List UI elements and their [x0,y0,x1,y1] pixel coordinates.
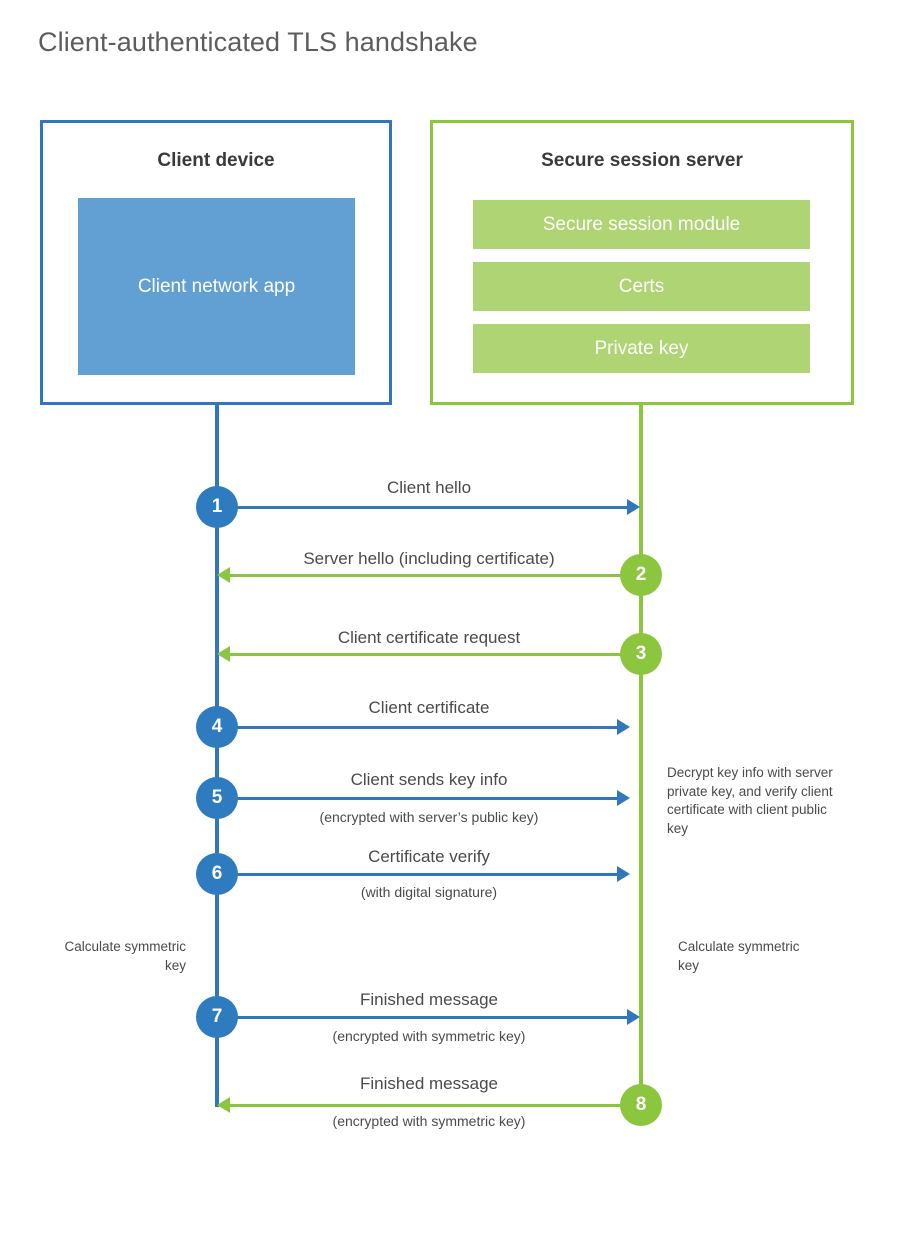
message-label-6: Certificate verify [368,847,490,866]
arrow-head-left-icon-3 [217,646,230,662]
message-sublabel-8: (encrypted with symmetric key) [332,1113,526,1129]
message-sublabel-7: (encrypted with symmetric key) [332,1028,526,1044]
arrow-head-right-icon-7 [627,1009,640,1025]
secure-session-server-title: Secure session server [541,150,743,171]
note-server-decrypt: Decrypt key info with server private key… [667,765,833,836]
message-line-8 [230,1104,641,1107]
server-component-private-key: Private key [473,324,810,373]
step-badge-2[interactable]: 2 [620,554,662,596]
note-client-calculate-symmetric-key: Calculate symmetric key [64,939,186,973]
arrow-head-right-icon-1 [627,499,640,515]
server-component-secure-session-module: Secure session module [473,200,810,249]
message-label-4: Client certificate [368,698,490,717]
message-label-5: Client sends key info [350,770,508,789]
secure-session-server-box: Secure session server Secure session mod… [430,120,854,405]
message-line-6 [217,873,617,876]
step-badge-1[interactable]: 1 [196,486,238,528]
message-line-1 [217,506,627,509]
message-line-4 [217,726,617,729]
note-server-calculate-symmetric-key: Calculate symmetric key [678,939,800,973]
step-badge-4[interactable]: 4 [196,706,238,748]
step-badge-7[interactable]: 7 [196,996,238,1038]
arrow-head-left-icon-2 [217,567,230,583]
message-line-7 [217,1016,627,1019]
message-sublabel-6: (with digital signature) [360,884,498,900]
message-label-8: Finished message [360,1074,498,1093]
arrow-head-right-icon-5 [617,790,630,806]
server-lifeline [639,405,643,1105]
message-label-2: Server hello (including certificate) [303,549,555,568]
arrow-head-right-icon-6 [617,866,630,882]
message-label-3: Client certificate request [337,628,521,647]
page-title: Client-authenticated TLS handshake [38,27,478,57]
arrow-head-left-icon-8 [217,1097,230,1113]
message-sublabel-5: (encrypted with server’s public key) [319,809,539,825]
message-line-2 [230,574,641,577]
server-component-certs: Certs [473,262,810,311]
client-device-box: Client device Client network app [40,120,392,405]
step-badge-5[interactable]: 5 [196,777,238,819]
arrow-head-right-icon-4 [617,719,630,735]
step-badge-3[interactable]: 3 [620,633,662,675]
client-network-app-block: Client network app [78,198,355,375]
step-badge-6[interactable]: 6 [196,853,238,895]
client-lifeline [215,405,219,1107]
client-device-title: Client device [157,150,275,171]
message-label-1: Client hello [386,478,472,497]
message-line-5 [217,797,617,800]
message-label-7: Finished message [360,990,498,1009]
message-line-3 [230,653,641,656]
step-badge-8[interactable]: 8 [620,1084,662,1126]
